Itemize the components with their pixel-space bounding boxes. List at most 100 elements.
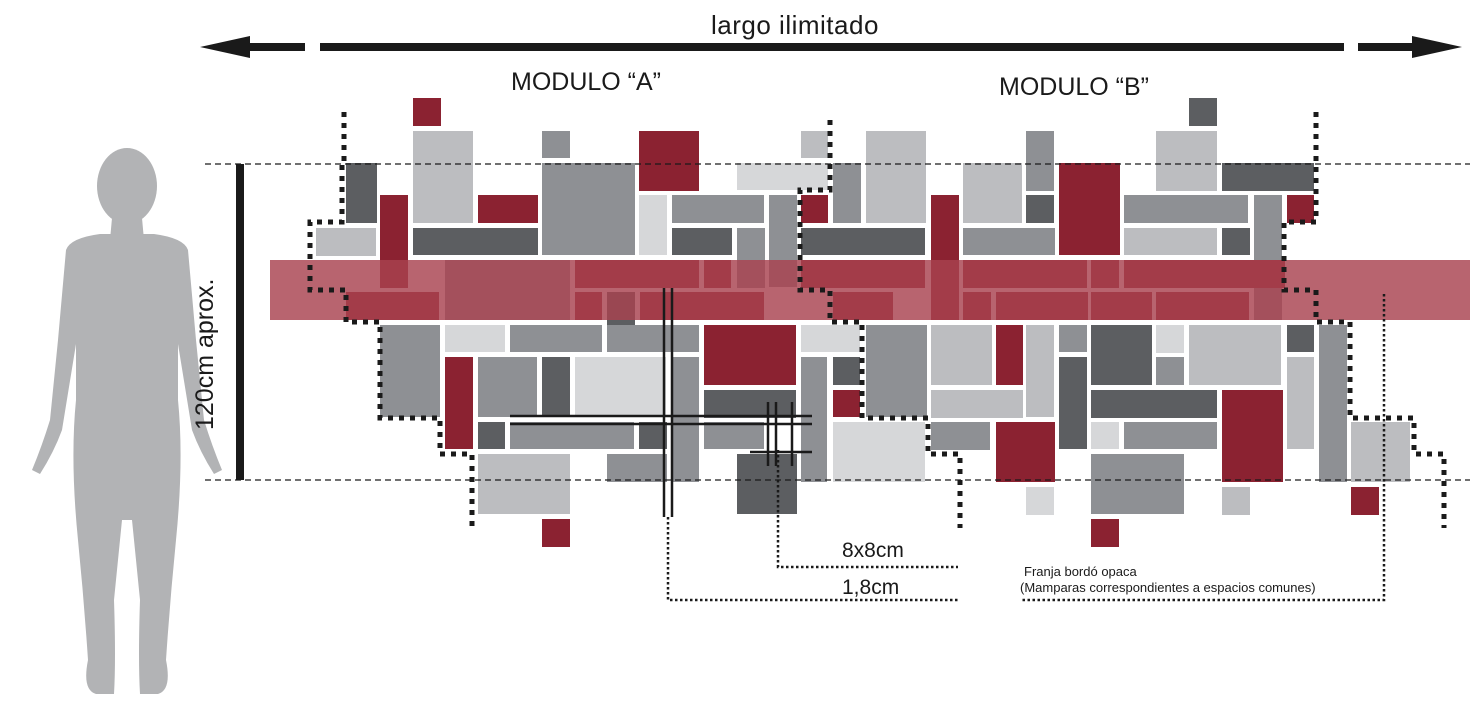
- frame-width-label: 1,8cm: [842, 576, 900, 599]
- module-outline: [1281, 112, 1447, 528]
- module-b-panel: [1026, 325, 1054, 417]
- module-outline: [307, 112, 475, 528]
- module-b-panel: [1319, 325, 1347, 482]
- module-a-panel: [575, 357, 666, 417]
- module-a-panel: [478, 422, 505, 449]
- module-b-panel: [1222, 390, 1283, 482]
- module-b-panel: [1124, 422, 1217, 449]
- module-b-panel: [1059, 357, 1087, 449]
- height-label: 120cm aprox.: [191, 278, 219, 430]
- dimension-leader: [1020, 294, 1386, 602]
- module-b-panel: [1091, 519, 1119, 547]
- module-b-panel: [1026, 487, 1054, 515]
- dimension-leader: [776, 450, 958, 569]
- module-a-panel: [704, 422, 764, 449]
- module-b-panel: [1287, 325, 1314, 352]
- module-b-panel: [1156, 357, 1184, 385]
- module-a-panel: [510, 422, 634, 449]
- module-b-panel: [1124, 195, 1248, 223]
- module-a-panel: [445, 325, 505, 352]
- module-a-panel: [801, 325, 860, 352]
- module-a-panel: [801, 357, 827, 482]
- module-b-panel: [1091, 390, 1217, 418]
- arrow-left-icon: [200, 36, 250, 58]
- module-a-panel: [478, 357, 537, 417]
- module-a-panel: [704, 325, 796, 385]
- frame-lines: [510, 288, 812, 517]
- arrow-right-icon: [1412, 36, 1462, 58]
- module-a-panel: [413, 228, 538, 255]
- module-b-panel: [996, 422, 1055, 482]
- bordo-band: [270, 260, 1470, 320]
- module-a-panel: [801, 131, 828, 158]
- module-a-panel: [639, 131, 699, 191]
- module-outline: [797, 120, 963, 528]
- module-b-panel: [1287, 195, 1314, 223]
- module-a-panel: [607, 325, 699, 352]
- module-a-panel: [833, 390, 860, 417]
- module-a-panel: [672, 228, 732, 255]
- human-figure-icon: [32, 148, 222, 694]
- module-a-panel: [672, 357, 699, 482]
- module-b-panel: [931, 325, 992, 385]
- module-a-panel: [737, 163, 828, 190]
- height-bar-line: [236, 164, 244, 480]
- module-b-panel: [1124, 228, 1217, 255]
- dotted-module-outline: [307, 112, 1447, 602]
- module-b-panel: [1222, 487, 1250, 515]
- module-b-panel: [1091, 325, 1152, 385]
- dimension-leader: [666, 517, 960, 602]
- module-a-panel: [672, 195, 764, 223]
- module-a-panel: [478, 195, 538, 223]
- band-note-title: Franja bordó opaca: [1024, 564, 1137, 579]
- module-b-panel: [1091, 454, 1184, 514]
- module-b-panel: [1351, 422, 1410, 482]
- module-b-panel: [1059, 163, 1120, 255]
- module-b-label: MODULO “B”: [999, 73, 1149, 101]
- module-a-panel: [510, 325, 602, 352]
- module-a-panel: [542, 519, 570, 547]
- width-arrow: [200, 36, 1462, 58]
- width-label: largo ilimitado: [711, 10, 879, 40]
- height-guide-lines: [205, 163, 1470, 481]
- module-b-panel: [1156, 131, 1217, 191]
- module-a-panel: [639, 422, 667, 449]
- module-b-panel: [1156, 325, 1184, 353]
- module-a-panel: [639, 195, 667, 255]
- module-b-panel: [1351, 487, 1379, 515]
- module-b-panel: [963, 163, 1022, 223]
- module-b-panel: [1189, 325, 1281, 385]
- module-b-panel: [1287, 357, 1314, 449]
- module-b-panel: [833, 163, 861, 223]
- module-a-panel: [542, 357, 570, 417]
- module-b-panel: [801, 228, 925, 255]
- module-a-panel: [801, 195, 828, 223]
- module-a-panel: [445, 357, 473, 449]
- square-size-label: 8x8cm: [842, 539, 904, 562]
- module-a-panel: [316, 228, 376, 256]
- module-b-panel: [1222, 228, 1250, 255]
- module-b-panel: [866, 325, 927, 417]
- module-b-panel: [1026, 131, 1054, 191]
- module-a-panel: [607, 454, 667, 482]
- module-a-panel: [413, 98, 441, 126]
- module-b-panel: [1026, 195, 1054, 223]
- module-b-panel: [1189, 98, 1217, 126]
- module-a-panel: [542, 163, 635, 255]
- module-b-panel: [1091, 422, 1119, 449]
- module-a-panel: [346, 163, 377, 223]
- module-a-panel: [542, 131, 570, 158]
- module-b-panel: [1222, 163, 1314, 191]
- module-b-panel: [866, 131, 926, 223]
- module-b-panel: [963, 228, 1055, 255]
- module-b-panel: [996, 325, 1023, 385]
- module-a-panel: [704, 390, 796, 418]
- module-a-panel: [833, 357, 860, 385]
- module-b-panel: [1059, 325, 1087, 352]
- module-a-panel: [380, 325, 440, 417]
- height-bar: [236, 164, 244, 480]
- module-b-panel: [833, 422, 925, 482]
- band-note-detail: (Mamparas correspondientes a espacios co…: [1020, 580, 1316, 595]
- module-b-panel: [931, 390, 1023, 418]
